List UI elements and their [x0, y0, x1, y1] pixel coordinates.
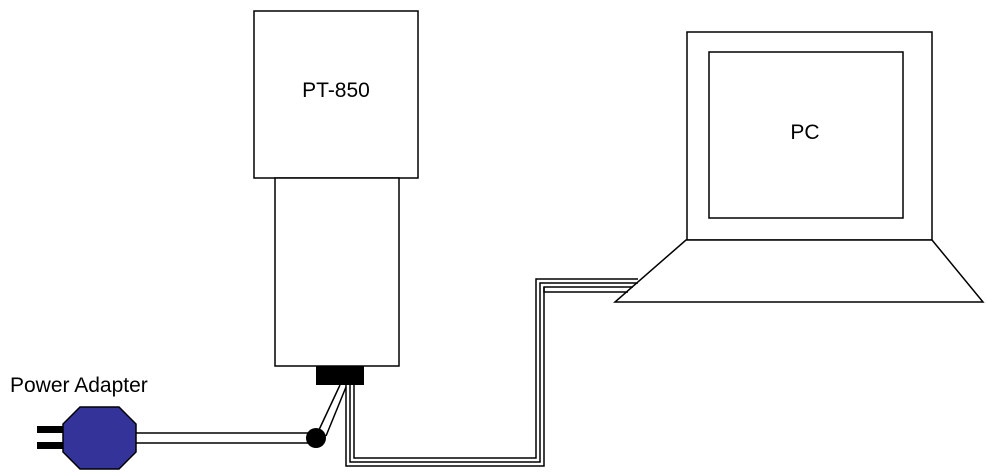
pt-850-handle — [274, 177, 400, 367]
pc-base — [613, 239, 985, 303]
pt-850-label: PT-850 — [302, 79, 370, 102]
power-cable-junction — [306, 428, 326, 448]
pc-computer: PC — [613, 31, 985, 303]
power-cable — [130, 384, 347, 444]
adapter-prong-bottom — [37, 442, 67, 449]
power-adapter: Power Adapter — [10, 374, 148, 470]
pt-850-device: PT-850 — [253, 10, 419, 385]
adapter-body — [62, 406, 137, 470]
pt-850-connector — [316, 366, 364, 385]
adapter-prong-top — [37, 426, 67, 433]
pt-850-head — [253, 10, 419, 179]
adapter-label: Power Adapter — [10, 374, 148, 397]
pc-label: PC — [790, 121, 819, 144]
communication-cable — [345, 278, 638, 467]
pc-screen — [708, 51, 904, 219]
